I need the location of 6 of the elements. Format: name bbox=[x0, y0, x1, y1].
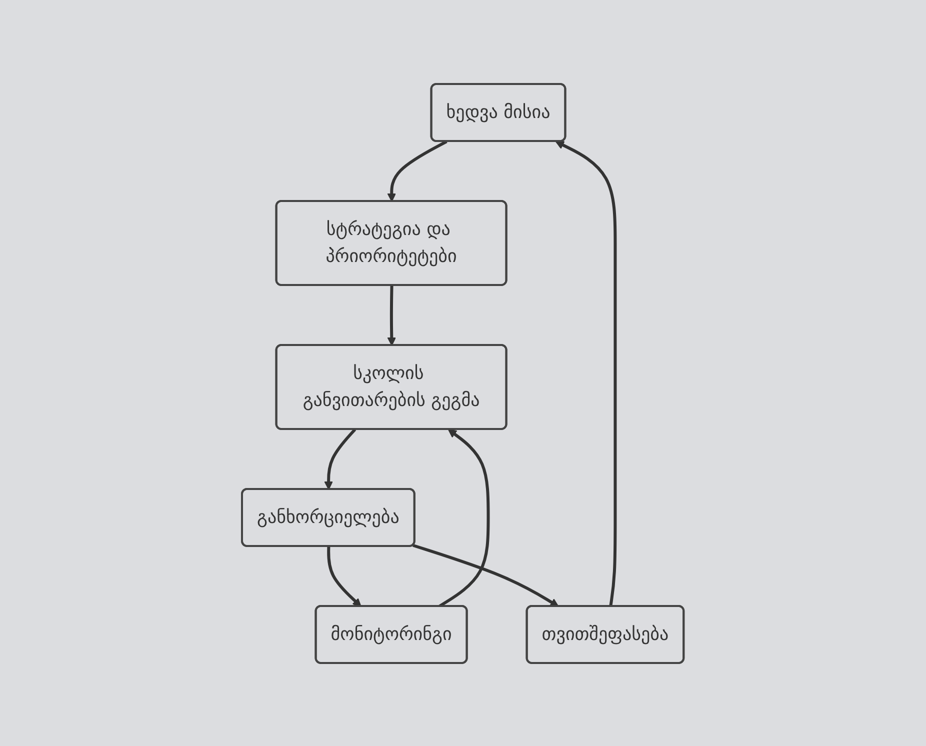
arrow bbox=[387, 140, 448, 202]
arrow bbox=[412, 543, 560, 606]
arrow bbox=[324, 428, 356, 490]
arrow bbox=[387, 284, 396, 346]
arrow bbox=[327, 546, 362, 606]
arrow bbox=[556, 140, 617, 606]
